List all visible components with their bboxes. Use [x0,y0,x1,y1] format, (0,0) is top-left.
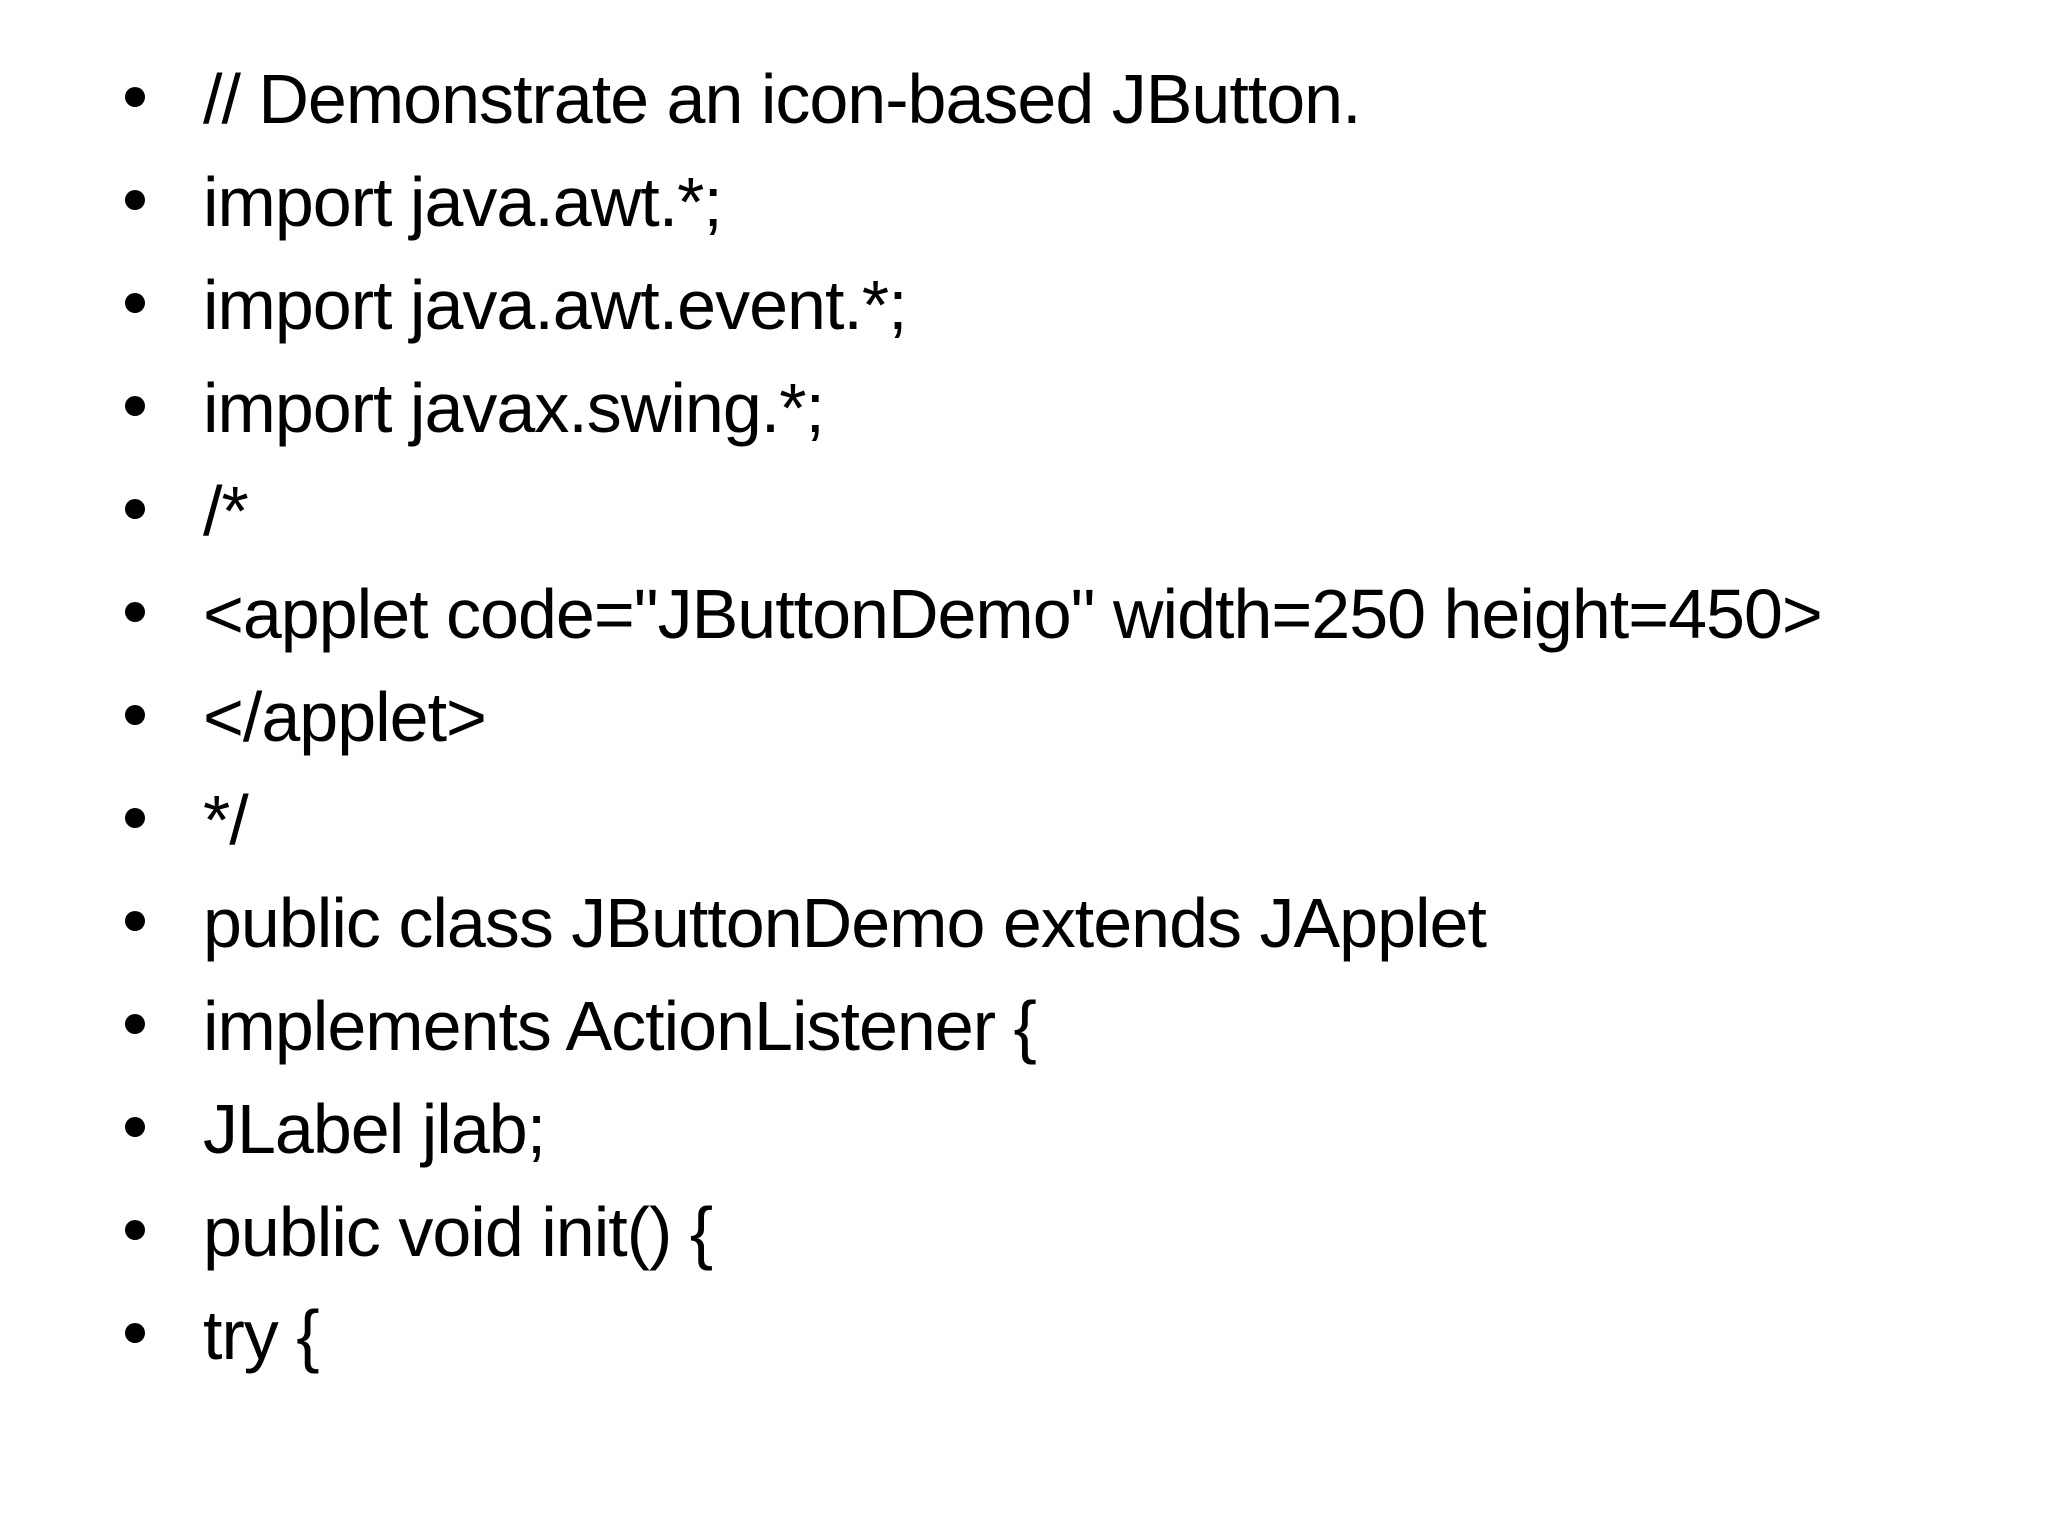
code-line-4: import javax.swing.*; [0,357,2048,460]
code-line-2: import java.awt.*; [0,151,2048,254]
code-line-3: import java.awt.event.*; [0,254,2048,357]
code-line-7: </applet> [0,666,2048,769]
code-line-9: public class JButtonDemo extends JApplet [0,872,2048,975]
code-line-1: // Demonstrate an icon-based JButton. [0,48,2048,151]
code-line-8: */ [0,769,2048,872]
code-line-12: public void init() { [0,1181,2048,1284]
code-line-10: implements ActionListener { [0,975,2048,1078]
code-line-5: /* [0,460,2048,563]
code-line-6: <applet code="JButtonDemo" width=250 hei… [0,563,2048,666]
code-line-11: JLabel jlab; [0,1078,2048,1181]
code-line-13: try { [0,1284,2048,1387]
code-bullet-list: // Demonstrate an icon-based JButton.imp… [0,48,2048,1387]
